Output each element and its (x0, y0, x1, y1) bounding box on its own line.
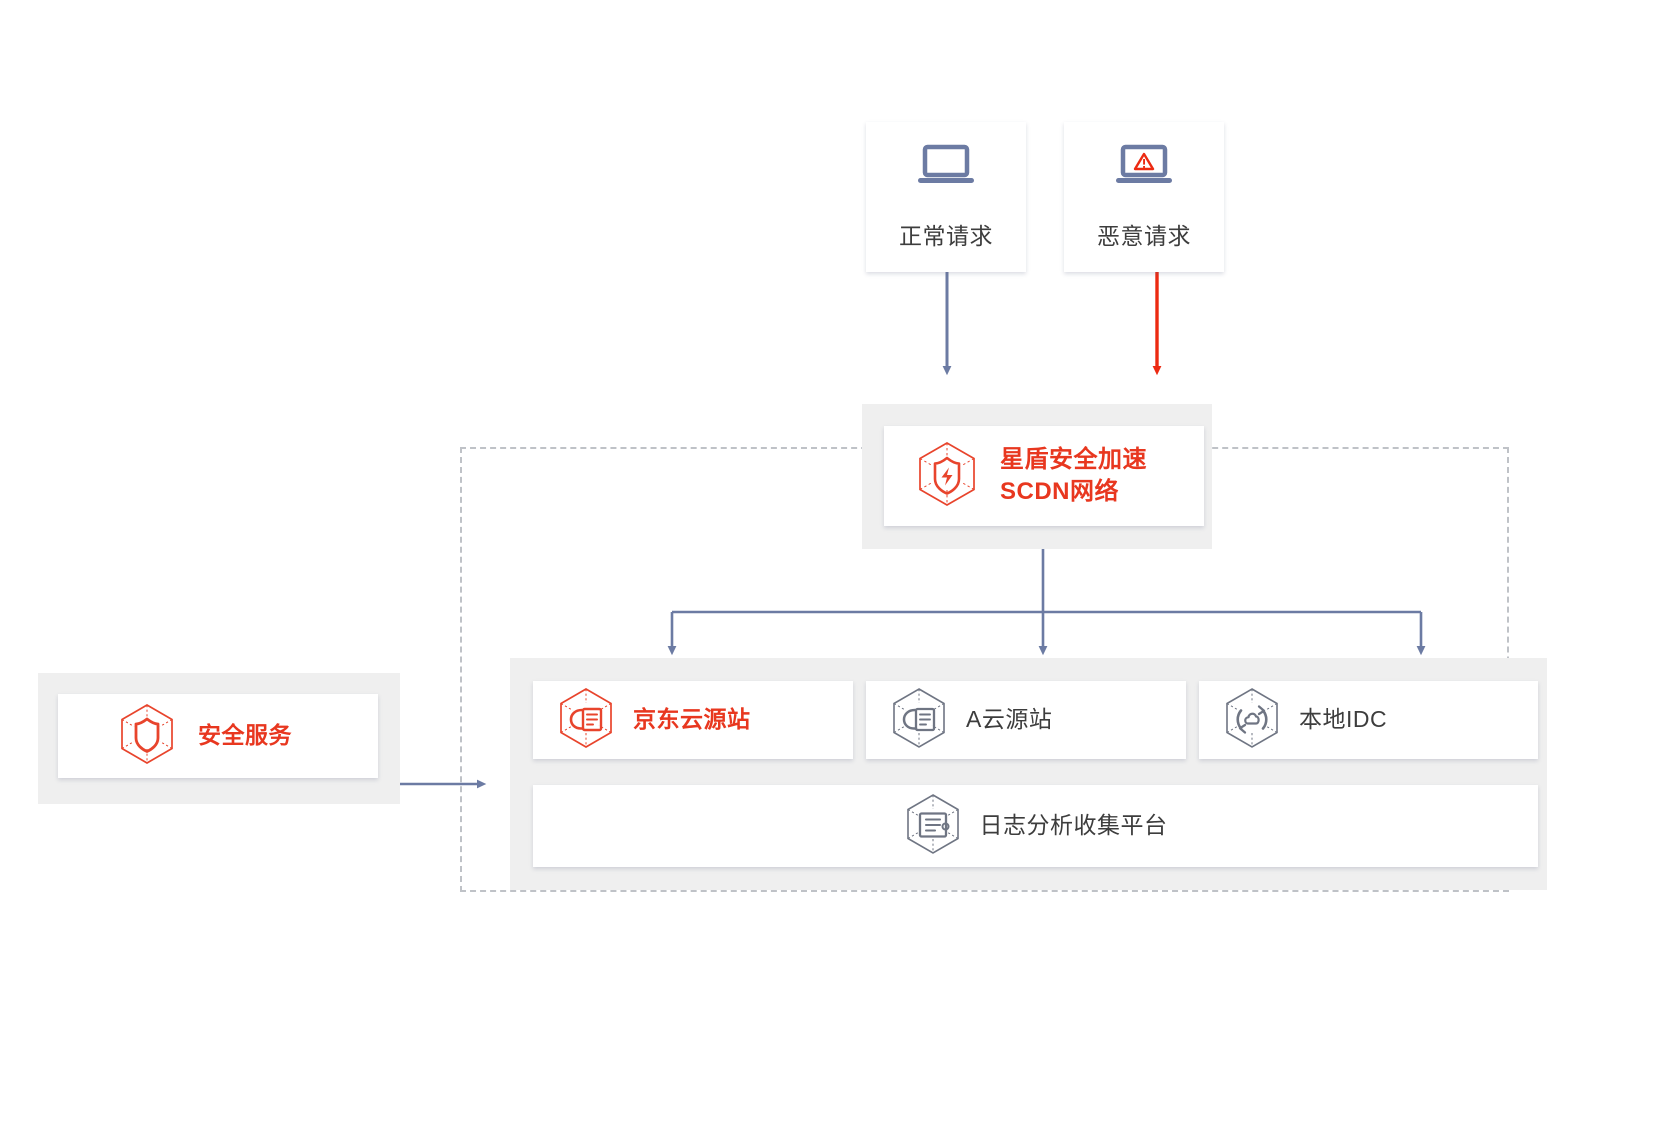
origin-label-jdcloud: 京东云源站 (633, 706, 751, 733)
laptop-warning-icon (1113, 142, 1175, 195)
security-service-label: 安全服务 (198, 722, 292, 749)
origin-label-local-idc: 本地IDC (1299, 706, 1388, 733)
log-platform-label: 日志分析收集平台 (979, 812, 1168, 839)
cloud-server-hexagon-icon (890, 687, 948, 754)
shield-hexagon-icon (118, 703, 176, 770)
origin-card-local-idc[interactable]: 本地IDC (1199, 681, 1538, 759)
scdn-card[interactable]: 星盾安全加速 SCDN网络 (884, 426, 1204, 526)
scdn-label-line2: SCDN网络 (1000, 478, 1120, 505)
origin-label-acloud: A云源站 (966, 706, 1053, 733)
origin-card-jdcloud[interactable]: 京东云源站 (533, 681, 853, 759)
client-label-malicious-request: 恶意请求 (1097, 222, 1191, 249)
log-list-hexagon-icon (904, 793, 962, 860)
shield-bolt-hexagon-icon (916, 441, 978, 512)
client-card-normal-request[interactable]: 正常请求 (866, 122, 1026, 272)
security-service-card[interactable]: 安全服务 (58, 694, 378, 778)
scdn-label-line1: 星盾安全加速 (1000, 445, 1147, 473)
client-label-normal-request: 正常请求 (899, 222, 993, 249)
cloud-sync-hexagon-icon (1223, 687, 1281, 754)
client-card-malicious-request[interactable]: 恶意请求 (1064, 122, 1224, 272)
laptop-icon (915, 142, 977, 195)
log-platform-card[interactable]: 日志分析收集平台 (533, 785, 1538, 867)
origin-card-acloud[interactable]: A云源站 (866, 681, 1186, 759)
cloud-server-hexagon-icon (557, 687, 615, 754)
